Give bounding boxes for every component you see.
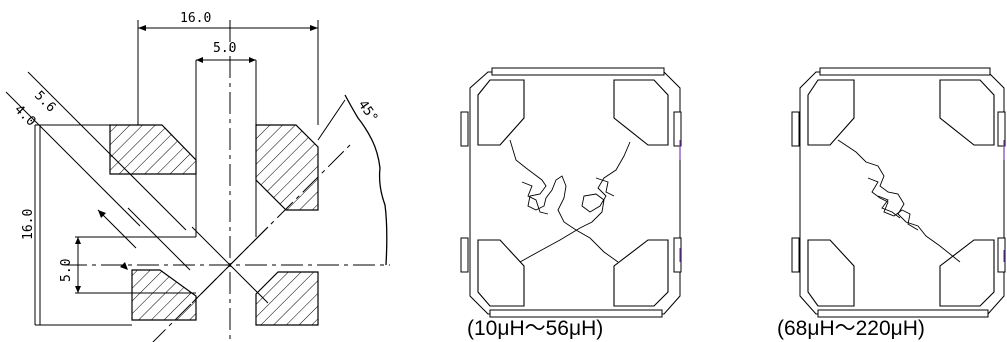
terminal-left-lower — [460, 237, 469, 273]
terminal-left-upper-2 — [791, 111, 800, 147]
terminal-left-upper — [460, 111, 469, 147]
terminal-right-upper — [673, 111, 682, 147]
terminal-left-lower-2 — [791, 237, 800, 273]
pad-top-left — [109, 124, 197, 175]
pad-bottom-left — [131, 269, 197, 321]
terminal-top — [491, 67, 665, 76]
terminal-right-lower — [673, 237, 682, 273]
terminal-right-lower-2 — [997, 237, 1006, 273]
dim-16-top: 16.0 — [180, 11, 211, 26]
terminal-bottom — [489, 309, 663, 318]
terminal-right-upper-2 — [997, 111, 1006, 147]
terminal-bottom-2 — [817, 309, 989, 318]
dim-16-left: 16.0 — [21, 209, 36, 240]
caption-large-range: (68μH～220μH) — [777, 317, 925, 340]
dim-5-top: 5.0 — [213, 41, 236, 56]
pad-bottom-right — [255, 271, 319, 326]
terminal-top-2 — [819, 67, 991, 76]
dim-5-left: 5.0 — [59, 259, 74, 282]
caption-small-range: (10μH～56μH) — [467, 317, 604, 340]
